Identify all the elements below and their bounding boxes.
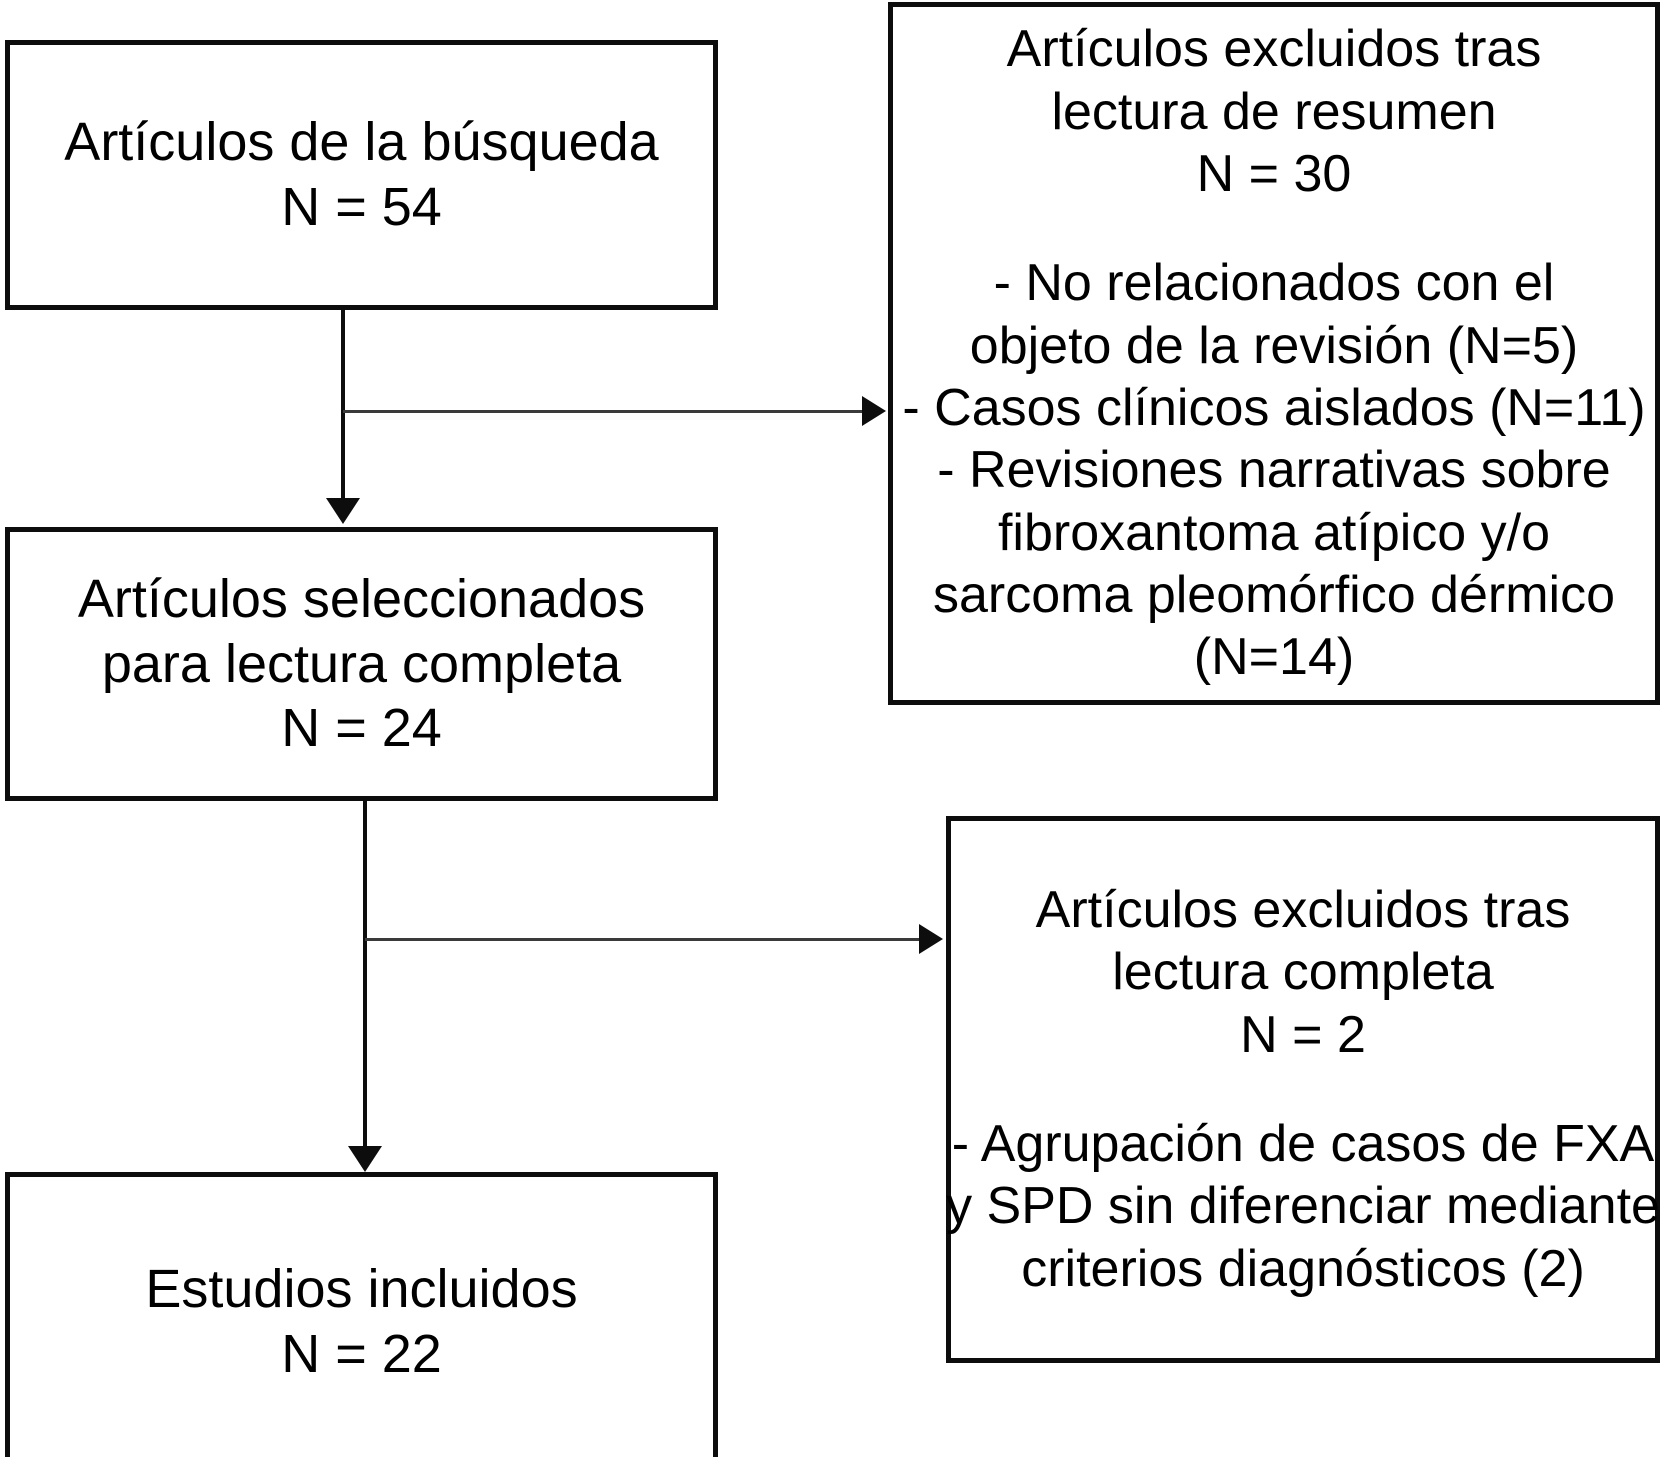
connector-selected-to-excluded-full <box>365 938 921 941</box>
reason-3-line2: fibroxantoma atípico y/o <box>997 503 1551 562</box>
node-selected-count: N = 24 <box>281 698 442 759</box>
node-selected-label-line2: para lectura completa <box>101 633 622 694</box>
node-selected-label-line1: Artículos seleccionados <box>77 568 646 629</box>
reason-1-line1: - No relacionados con el <box>993 254 1555 313</box>
reason-2-line1: - Casos clínicos aislados (N=11) <box>902 378 1646 437</box>
arrowhead-down-icon <box>348 1146 382 1172</box>
node-search-count: N = 54 <box>281 177 442 237</box>
node-excluded-abstract-label-line2: lectura de resumen <box>1051 82 1497 141</box>
full-reason-1-line2: y SPD sin diferenciar mediante <box>946 1177 1660 1236</box>
reason-3-line1: - Revisiones narrativas sobre <box>937 441 1611 500</box>
node-excluded-abstract-count: N = 30 <box>1196 144 1352 203</box>
node-estudios-incluidos: Estudios incluidos N = 22 <box>5 1172 718 1457</box>
node-search-label: Artículos de la búsqueda <box>64 112 659 173</box>
connector-search-to-excluded-abstract <box>343 410 865 413</box>
node-articulos-seleccionados: Artículos seleccionados para lectura com… <box>5 527 718 801</box>
connector-selected-to-included <box>363 801 367 1149</box>
node-excluded-full-label-line1: Artículos excluidos tras <box>1035 880 1571 939</box>
full-reason-1-line1: - Agrupación de casos de FXA <box>951 1114 1655 1173</box>
node-articulos-busqueda: Artículos de la búsqueda N = 54 <box>5 40 718 310</box>
arrowhead-down-icon <box>326 498 360 524</box>
arrowhead-right-icon <box>919 924 943 954</box>
arrowhead-right-icon <box>862 396 886 426</box>
full-reason-1-line3: criterios diagnósticos (2) <box>1021 1239 1585 1298</box>
node-excluded-full-label-line2: lectura completa <box>1112 943 1494 1002</box>
node-included-count: N = 22 <box>281 1324 442 1384</box>
reason-3-line3: sarcoma pleomórfico dérmico <box>932 566 1616 625</box>
node-excluded-abstract-label-line1: Artículos excluidos tras <box>1006 20 1542 79</box>
reason-1-line2: objeto de la revisión (N=5) <box>969 316 1579 375</box>
node-included-label: Estudios incluidos <box>145 1259 578 1320</box>
node-excluidos-tras-resumen: Artículos excluidos tras lectura de resu… <box>888 2 1660 705</box>
connector-search-to-selected <box>341 310 345 502</box>
node-excluidos-tras-lectura-completa: Artículos excluidos tras lectura complet… <box>946 816 1660 1363</box>
reason-3-line4: (N=14) <box>1193 628 1355 687</box>
node-excluded-full-count: N = 2 <box>1240 1005 1366 1064</box>
